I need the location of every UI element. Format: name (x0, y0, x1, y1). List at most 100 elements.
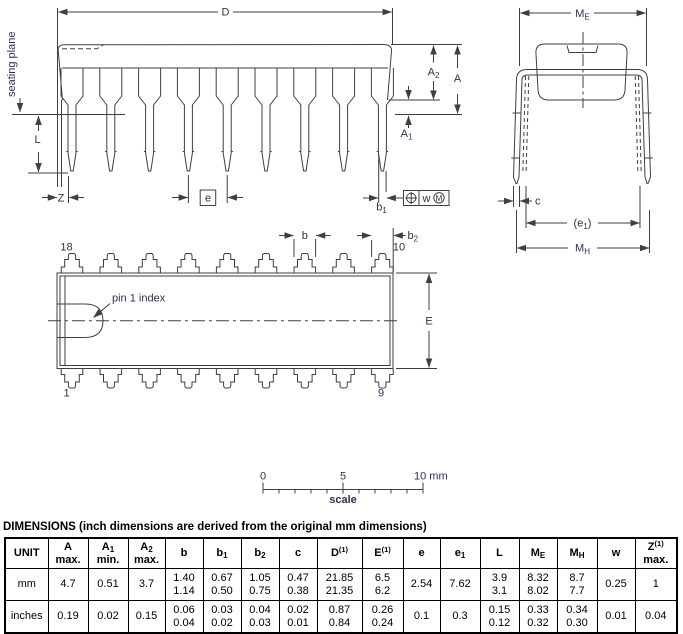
svg-text:M: M (436, 194, 443, 203)
top-view: 18 1 10 9 pin 1 index b b2 E (48, 228, 437, 400)
cell: 1.40 1.14 (164, 568, 204, 601)
dim-A-label: A (454, 73, 462, 85)
dim-MH: MH (516, 210, 650, 256)
col-e: e (402, 537, 441, 569)
table-title: DIMENSIONS (inch dimensions are derived … (3, 521, 427, 533)
cell: 1.05 0.75 (240, 568, 280, 601)
cell: 0.3 (439, 600, 481, 634)
dim-b2: b2 (357, 228, 419, 272)
cell: 8.32 8.02 (518, 568, 558, 601)
unit-cell: inches (4, 600, 49, 634)
cell: 8.7 7.7 (556, 568, 598, 601)
cell: 0.01 (596, 600, 636, 634)
cell: 0.15 (127, 600, 166, 634)
table-row-mm: mm 4.7 0.51 3.7 1.40 1.14 0.67 0.50 1.05… (4, 568, 678, 601)
col-ME: ME (518, 537, 558, 569)
seating-plane-label: seating plane (6, 32, 18, 97)
top-pins-row-bottom (60, 368, 394, 389)
side-pins (60, 67, 394, 172)
dim-e-label: e (205, 193, 211, 205)
col-b: b (164, 537, 204, 569)
dim-A2: A2 (388, 45, 440, 101)
dim-b1: b1 (363, 154, 404, 215)
dim-A: A (391, 44, 462, 115)
table-row-inches: inches 0.19 0.02 0.15 0.06 0.04 0.03 0.0… (4, 600, 678, 634)
max-material-icon: M (433, 192, 445, 204)
col-b1: b1 (202, 537, 242, 569)
dim-e: e (172, 175, 243, 206)
cell: 0.34 0.30 (556, 600, 598, 634)
tolerance-frame: w M (403, 190, 450, 206)
pin-number-18: 18 (60, 242, 72, 254)
cell: 4.7 (47, 568, 89, 601)
dim-b: b (279, 230, 331, 257)
tolerance-w-label: w (422, 193, 431, 205)
dim-b2-label: b2 (408, 230, 419, 244)
cell: 0.25 (596, 568, 636, 601)
cell: 0.03 0.02 (202, 600, 242, 634)
col-E: E(1) (361, 537, 404, 569)
cell: 7.62 (439, 568, 481, 601)
dim-A1: A1 (401, 86, 413, 142)
dim-e1-label: (e1) (574, 218, 592, 232)
end-leads (511, 69, 653, 185)
dim-c-label: c (535, 196, 541, 208)
cell: 0.15 0.12 (479, 600, 520, 634)
scale-tick-5: 5 (340, 471, 346, 483)
cell: 6.5 6.2 (361, 568, 404, 601)
col-Z: Z(1)max. (634, 537, 678, 569)
cell: 21.85 21.35 (316, 568, 363, 601)
cell: 0.04 0.03 (240, 600, 280, 634)
dim-e1: (e1) (525, 186, 641, 232)
dim-E: E (396, 272, 437, 369)
pin-number-10: 10 (393, 242, 405, 254)
cell: 0.51 (87, 568, 129, 601)
dim-c: c (498, 186, 541, 208)
dim-D: D (57, 7, 393, 187)
col-c: c (278, 537, 318, 569)
dim-A1-label: A1 (401, 128, 413, 142)
pin-number-9: 9 (378, 388, 384, 400)
dim-ME-label: ME (575, 8, 590, 22)
dim-b-label: b (302, 230, 308, 242)
dim-E-label: E (425, 316, 432, 328)
side-view: seating plane D A2 A A1 (6, 7, 462, 215)
dim-ME: ME (519, 8, 647, 66)
cell: 3.7 (127, 568, 166, 601)
position-tolerance-icon (405, 192, 417, 204)
pin1-index-label: pin 1 index (112, 293, 166, 305)
dim-b1-label: b1 (376, 202, 387, 216)
pin1-index-callout: pin 1 index (93, 293, 166, 318)
dim-D-label: D (222, 7, 230, 19)
side-body (57, 43, 393, 101)
col-D: D(1) (316, 537, 363, 569)
scale-bar: 0 5 10 mm scale (260, 471, 448, 507)
cell: 0.19 (47, 600, 89, 634)
end-view: ME c (e1) MH (498, 8, 653, 256)
scale-tick-0: 0 (260, 471, 266, 483)
col-w: w (596, 537, 636, 569)
cell: 0.47 0.38 (278, 568, 318, 601)
col-e1: e1 (439, 537, 481, 569)
dim-L-label: L (34, 134, 40, 146)
dim-A2-label: A2 (428, 67, 440, 81)
cell: 0.33 0.32 (518, 600, 558, 634)
top-pins-row-top (60, 253, 394, 274)
unit-cell: mm (4, 568, 49, 601)
cell: 3.9 3.1 (479, 568, 520, 601)
cell: 0.02 0.01 (278, 600, 318, 634)
col-unit: UNIT (4, 537, 49, 569)
seating-plane (12, 98, 125, 115)
cell: 0.67 0.50 (202, 568, 242, 601)
cell: 0.06 0.04 (164, 600, 204, 634)
col-MH: MH (556, 537, 598, 569)
dim-Z: Z (42, 100, 84, 205)
cell: 0.87 0.84 (316, 600, 363, 634)
cell: 2.54 (402, 568, 441, 601)
cell: 0.04 (634, 600, 678, 634)
scale-tick-10: 10 mm (414, 471, 448, 483)
